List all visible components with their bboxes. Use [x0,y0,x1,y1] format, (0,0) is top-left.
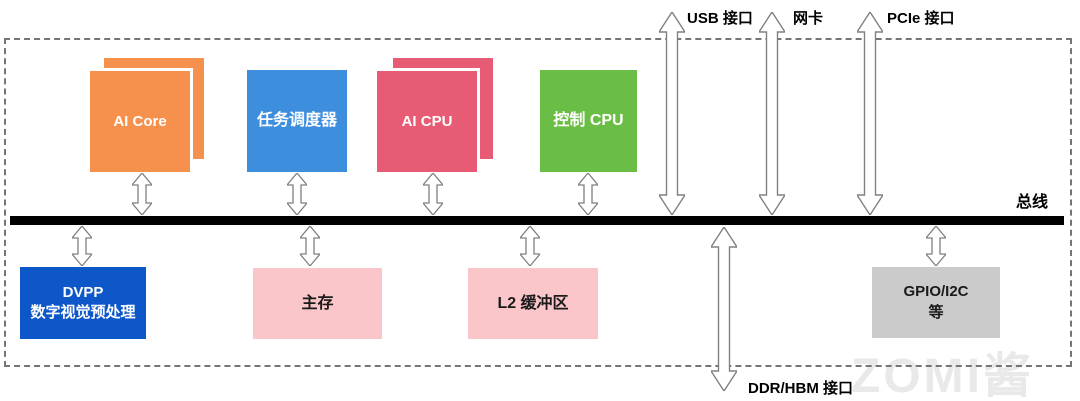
dvpp-label-line1: DVPP [62,283,104,301]
ai-core-front-card: AI Core [90,71,190,172]
block-gpio-i2c: GPIO/I2C 等 [872,267,1000,338]
bus-line [10,216,1064,225]
watermark: ZOMI酱 [851,350,1034,401]
gpio-i2c-bus-arrow [926,226,946,266]
task-scheduler-label: 任务调度器 [256,112,337,130]
l2-buffer-label: L2 缓冲区 [497,294,569,312]
usb-interface-arrow [659,12,685,215]
ai-core-label: AI Core [113,113,167,130]
control-cpu-label: 控制 CPU [553,112,624,130]
ddr-hbm-interface-label: DDR/HBM 接口 [748,380,853,397]
ai-core-bus-arrow [132,173,152,215]
ai-cpu-front-card: AI CPU [377,71,477,172]
ai-cpu-label: AI CPU [401,113,453,130]
block-l2-buffer: L2 缓冲区 [468,268,598,339]
main-memory-bus-arrow [300,226,320,266]
chip-boundary-box [4,38,1072,367]
l2-buffer-bus-arrow [520,226,540,266]
block-control-cpu: 控制 CPU [540,70,637,172]
pcie-interface-arrow [857,12,883,215]
ddr-hbm-interface-arrow [711,227,737,391]
task-scheduler-bus-arrow [287,173,307,215]
ai-cpu-bus-arrow [423,173,443,215]
nic-interface-arrow [759,12,785,215]
block-task-scheduler: 任务调度器 [247,70,347,172]
dvpp-label-line2: 数字视觉预处理 [30,304,136,321]
block-ai-cpu: AI CPU [377,58,493,172]
dvpp-bus-arrow [72,226,92,266]
usb-interface-label: USB 接口 [687,10,753,27]
gpio-i2c-label-line1: GPIO/I2C [903,283,969,301]
control-cpu-bus-arrow [578,173,598,215]
main-memory-label: 主存 [301,294,334,312]
block-ai-core: AI Core [90,58,204,172]
gpio-i2c-label-line2: 等 [928,303,944,321]
nic-interface-label: 网卡 [793,10,824,27]
block-dvpp: DVPP 数字视觉预处理 [20,267,146,339]
bus-label: 总线 [1016,194,1049,211]
pcie-interface-label: PCIe 接口 [887,10,955,27]
block-main-memory: 主存 [253,268,382,339]
